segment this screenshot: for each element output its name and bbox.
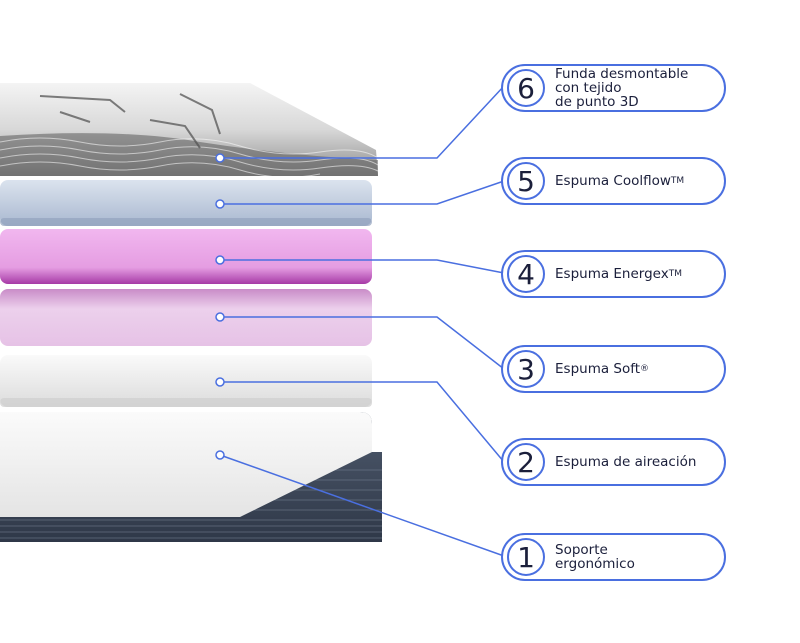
layer-label: Funda desmontable con tejido de punto 3D (555, 66, 689, 110)
callout-layer-2: 2 Espuma de aireación (501, 438, 726, 486)
layer-5-coolflow-foam (0, 180, 372, 226)
layer-2-aeration-foam (0, 355, 372, 407)
layer-4-energex-foam (0, 229, 372, 284)
connector-lines (219, 85, 505, 557)
layer-3-soft-foam (0, 289, 372, 346)
callout-layer-1: 1 Soporte ergonómico (501, 533, 726, 581)
connector-2 (220, 381, 505, 463)
layer-label: Espuma Soft® (555, 361, 650, 377)
callout-layer-6: 6 Funda desmontable con tejido de punto … (501, 64, 726, 112)
marker-dot-4 (215, 255, 225, 265)
callout-layer-3: 3 Espuma Soft® (501, 345, 726, 393)
layer-number-badge: 3 (507, 350, 545, 388)
layer-1-ergonomic-support (0, 412, 382, 542)
connector-3 (220, 316, 505, 370)
connector-5 (220, 180, 505, 205)
layer-number-badge: 5 (507, 162, 545, 200)
connector-1 (219, 454, 505, 557)
layer-number-badge: 4 (507, 255, 545, 293)
layer-label: Espuma de aireación (555, 454, 697, 470)
marker-dot-3 (215, 312, 225, 322)
marker-dot-2 (215, 377, 225, 387)
layer-number-badge: 1 (507, 538, 545, 576)
marker-dot-1 (215, 450, 225, 460)
layer-number-badge: 6 (507, 69, 545, 107)
marker-dot-6 (215, 153, 225, 163)
layer-label: Soporte ergonómico (555, 542, 635, 572)
layer-number-badge: 2 (507, 443, 545, 481)
marker-dots (215, 153, 225, 460)
connector-6 (220, 85, 505, 159)
layer-6-knit-cover (0, 83, 379, 178)
marker-dot-5 (215, 199, 225, 209)
connector-4 (220, 259, 505, 274)
